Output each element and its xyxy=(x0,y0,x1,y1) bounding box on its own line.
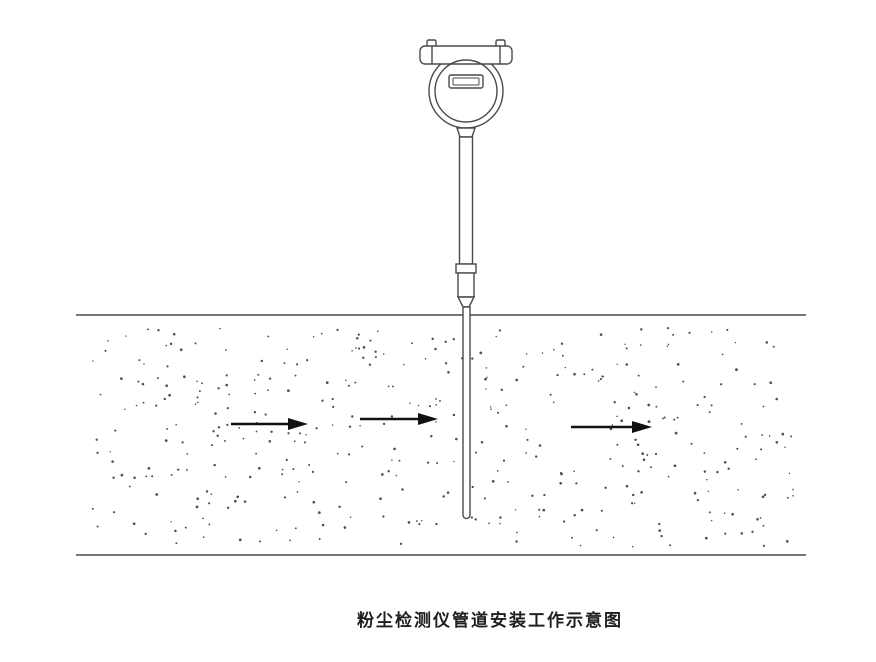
pipe-walls xyxy=(76,314,806,556)
detector-display xyxy=(448,74,484,89)
device-neck xyxy=(456,127,476,138)
union-coupling xyxy=(457,272,475,298)
detector-head-outer xyxy=(428,53,504,129)
probe-tip xyxy=(462,306,471,520)
diagram-caption: 粉尘检测仪管道安装工作示意图 xyxy=(357,611,623,631)
dust-detector-device xyxy=(419,39,513,520)
dust-particles xyxy=(91,327,794,548)
probe-rod xyxy=(458,136,474,265)
detector-head-inner xyxy=(434,59,498,123)
junction-box xyxy=(419,45,513,65)
detector-display-screen xyxy=(452,77,480,86)
union-nut xyxy=(455,263,477,274)
flow-arrows xyxy=(231,413,652,433)
coupling-taper xyxy=(456,296,476,308)
